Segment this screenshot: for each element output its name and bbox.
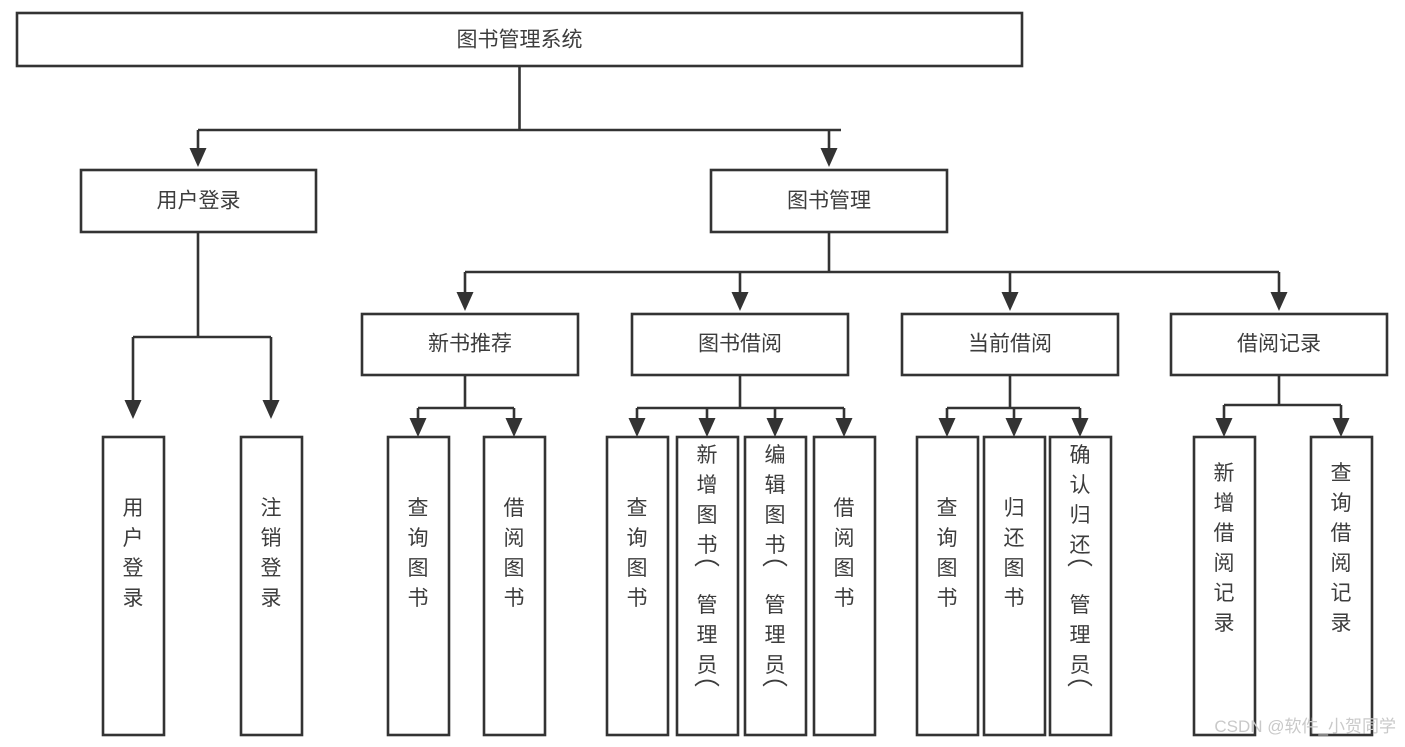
arrow-to-leaf-return-book <box>1005 418 1023 437</box>
node-leaf-query-book-1[interactable]: 查询图书 <box>386 435 451 737</box>
node-leaf-logout[interactable]: 注销登录 <box>239 435 304 737</box>
arrow-to-leaf-query-book-3 <box>938 418 956 437</box>
node-leaf-query-book-3-label: 查询图书 <box>937 497 958 610</box>
node-leaf-user-login[interactable]: 用户登录 <box>101 435 166 737</box>
connector-current-borrow-to-leaves <box>938 375 1089 437</box>
arrow-to-book-borrow <box>731 292 749 311</box>
node-root[interactable]: 图书管理系统 <box>15 11 1024 68</box>
node-leaf-edit-book-label: 编辑图书⌒管理员⌒ <box>762 444 788 708</box>
arrow-to-current-borrow <box>1001 292 1019 311</box>
arrow-to-book-manage <box>820 148 838 167</box>
node-leaf-borrow-book-1-label: 借阅图书 <box>504 497 525 610</box>
node-leaf-borrow-book-1[interactable]: 借阅图书 <box>482 435 547 737</box>
connector-book-manage-to-level3 <box>456 232 1288 311</box>
watermark-label: CSDN @软件_小贺同学 <box>1214 717 1396 736</box>
connector-root-to-level2 <box>189 66 841 167</box>
arrow-to-leaf-query-record <box>1332 418 1350 437</box>
node-leaf-query-book-2[interactable]: 查询图书 <box>605 435 670 737</box>
node-user-login[interactable]: 用户登录 <box>79 168 318 234</box>
arrow-to-leaf-logout <box>262 400 280 419</box>
node-leaf-return-book[interactable]: 归还图书 <box>982 435 1047 737</box>
connector-book-borrow-to-leaves <box>628 375 853 437</box>
node-new-book-rec-label: 新书推荐 <box>428 333 512 356</box>
arrow-to-leaf-query-book-2 <box>628 418 646 437</box>
node-borrow-record[interactable]: 借阅记录 <box>1169 312 1389 377</box>
node-leaf-confirm-return-label: 确认归还⌒管理员⌒ <box>1067 444 1093 708</box>
node-leaf-query-book-2-label: 查询图书 <box>627 497 648 610</box>
node-current-borrow-label: 当前借阅 <box>968 333 1052 356</box>
node-leaf-logout-label: 注销登录 <box>261 497 282 610</box>
arrow-to-leaf-confirm-return <box>1071 418 1089 437</box>
node-borrow-record-label: 借阅记录 <box>1237 333 1321 356</box>
node-book-borrow-label: 图书借阅 <box>698 333 782 356</box>
connector-new-book-rec-to-leaves <box>409 375 523 437</box>
node-leaf-query-record[interactable]: 查询借阅记录 <box>1309 435 1374 737</box>
node-leaf-borrow-book-2-label: 借阅图书 <box>834 497 855 610</box>
node-root-label: 图书管理系统 <box>457 29 583 52</box>
node-current-borrow[interactable]: 当前借阅 <box>900 312 1120 377</box>
node-user-login-label: 用户登录 <box>157 190 241 213</box>
node-leaf-borrow-book-2[interactable]: 借阅图书 <box>812 435 877 737</box>
arrow-to-borrow-record <box>1270 292 1288 311</box>
node-leaf-query-book-3[interactable]: 查询图书 <box>915 435 980 737</box>
arrow-to-leaf-edit-book <box>766 418 784 437</box>
node-leaf-query-book-1-label: 查询图书 <box>408 497 429 610</box>
arrow-to-leaf-add-book <box>698 418 716 437</box>
arrow-to-leaf-borrow-book-2 <box>835 418 853 437</box>
node-leaf-return-book-label: 归还图书 <box>1004 497 1025 610</box>
arrow-to-leaf-add-record <box>1215 418 1233 437</box>
node-book-borrow[interactable]: 图书借阅 <box>630 312 850 377</box>
arrow-to-new-book-rec <box>456 292 474 311</box>
node-leaf-add-record[interactable]: 新增借阅记录 <box>1192 435 1257 737</box>
arrow-to-user-login <box>189 148 207 167</box>
connector-borrow-record-to-leaves <box>1215 375 1350 437</box>
arrow-to-leaf-borrow-book-1 <box>505 418 523 437</box>
node-leaf-edit-book[interactable]: 编辑图书⌒管理员⌒ <box>743 435 808 737</box>
node-leaf-add-book-label: 新增图书⌒管理员⌒ <box>694 444 720 708</box>
node-leaf-user-login-label: 用户登录 <box>123 497 144 610</box>
node-leaf-confirm-return[interactable]: 确认归还⌒管理员⌒ <box>1048 435 1113 737</box>
node-leaf-add-book[interactable]: 新增图书⌒管理员⌒ <box>675 435 740 737</box>
arrow-to-leaf-user-login <box>124 400 142 419</box>
node-leaf-query-record-label: 查询借阅记录 <box>1331 462 1352 635</box>
arrow-to-leaf-query-book-1 <box>409 418 427 437</box>
node-leaf-add-record-label: 新增借阅记录 <box>1214 462 1235 635</box>
node-book-manage-label: 图书管理 <box>787 190 871 213</box>
connector-user-login-to-leaves <box>124 232 280 419</box>
node-new-book-rec[interactable]: 新书推荐 <box>360 312 580 377</box>
node-book-manage[interactable]: 图书管理 <box>709 168 949 234</box>
